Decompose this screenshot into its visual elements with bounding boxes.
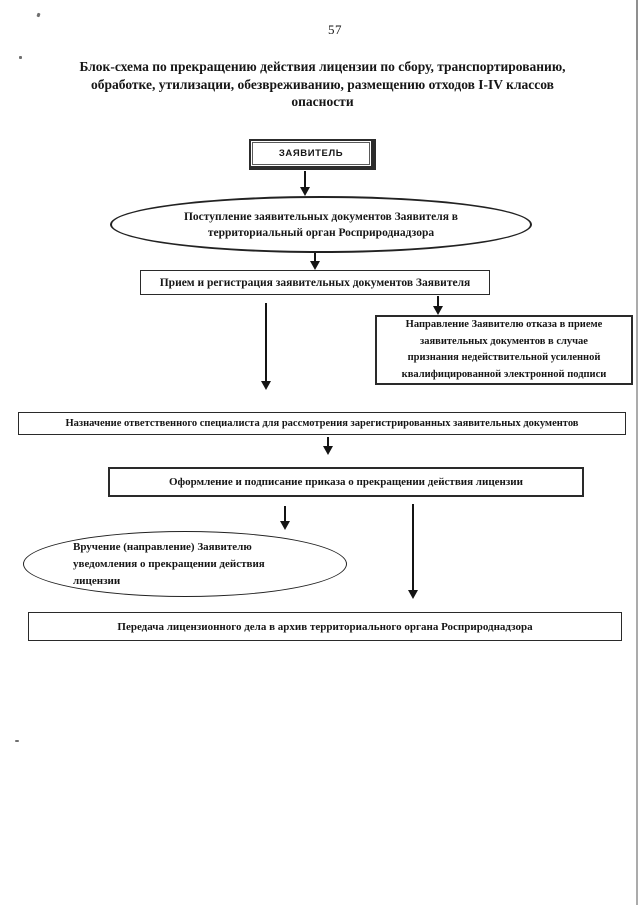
node-archive: Передача лицензионного дела в архив терр…	[28, 612, 622, 641]
node-notification: Вручение (направление) Заявителю уведомл…	[23, 531, 347, 597]
node-refusal-line-1: Направление Заявителю отказа в приеме	[405, 319, 603, 330]
node-refusal-line-3: признания недействительной усиленной	[407, 352, 601, 363]
flow-arrow-reception-to-assignment	[260, 303, 272, 390]
scan-speck	[36, 12, 41, 18]
node-submission: Поступление заявительных документов Заяв…	[110, 196, 532, 253]
node-applicant: ЗАЯВИТЕЛЬ	[249, 139, 376, 170]
node-assignment-label: Назначение ответственного специалиста дл…	[65, 418, 579, 429]
title-line-2: обработке, утилизации, обезвреживанию, р…	[91, 76, 554, 92]
node-notification-line-3: лицензии	[73, 574, 121, 587]
node-assignment: Назначение ответственного специалиста дл…	[18, 412, 626, 435]
node-archive-label: Передача лицензионного дела в архив терр…	[117, 620, 533, 633]
flow-arrow-order-to-notification	[279, 506, 291, 530]
flow-arrow-applicant-to-submission	[299, 171, 311, 196]
scan-edge-line	[636, 0, 638, 905]
page-title: Блок-схема по прекращению действия лицен…	[48, 58, 597, 111]
flow-arrow-assignment-to-order	[322, 437, 334, 455]
node-refusal: Направление Заявителю отказа в приеме за…	[375, 315, 633, 385]
node-order: Оформление и подписание приказа о прекра…	[108, 467, 584, 497]
node-reception: Прием и регистрация заявительных докумен…	[140, 270, 490, 295]
title-line-3: опасности	[291, 94, 354, 109]
flow-arrow-order-to-archive	[407, 504, 419, 599]
flow-arrow-reception-to-refusal	[432, 296, 444, 315]
title-line-1: Блок-схема по прекращению действия лицен…	[79, 59, 566, 74]
flow-arrow-submission-to-reception	[309, 253, 321, 270]
scan-speck	[15, 740, 19, 742]
node-applicant-label: ЗАЯВИТЕЛЬ	[278, 148, 344, 159]
node-applicant-frame: ЗАЯВИТЕЛЬ	[252, 142, 370, 165]
node-refusal-line-2: заявительных документов в случае	[420, 335, 588, 347]
node-submission-line-2: территориальный орган Росприроднадзора	[207, 226, 435, 239]
node-order-label: Оформление и подписание приказа о прекра…	[169, 476, 523, 488]
node-notification-line-2: уведомления о прекращении действия	[73, 557, 265, 570]
node-reception-label: Прием и регистрация заявительных докумен…	[159, 276, 471, 289]
node-submission-line-1: Поступление заявительных документов Заяв…	[183, 210, 459, 223]
scan-speck	[19, 56, 22, 59]
node-notification-line-1: Вручение (направление) Заявителю	[73, 540, 252, 553]
node-refusal-line-4: квалифицированной электронной подписи	[401, 368, 607, 380]
page-number: 57	[328, 22, 342, 37]
